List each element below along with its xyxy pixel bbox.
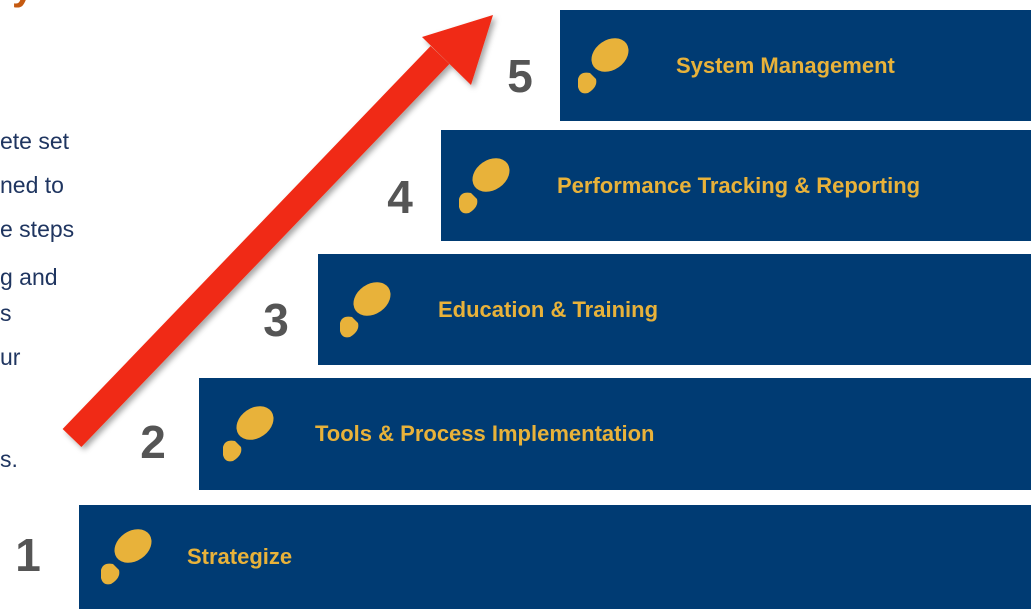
step-5-bar: System Management <box>560 10 1031 121</box>
step-4-bar: Performance Tracking & Reporting <box>441 130 1031 241</box>
step-2-number: 2 <box>140 416 166 468</box>
intro-line-5: s <box>0 300 12 326</box>
intro-line-8: s. <box>0 446 18 472</box>
intro-line-4: g and <box>0 264 58 290</box>
heading-fragment: y <box>12 0 34 6</box>
footprint-icon <box>459 157 510 213</box>
footprint-icon <box>223 406 274 462</box>
step-4-number: 4 <box>387 171 413 223</box>
step-5-label: System Management <box>676 52 895 78</box>
intro-line-3: e steps <box>0 216 75 242</box>
step-5-number: 5 <box>507 50 533 102</box>
footprint-icon <box>340 281 391 337</box>
intro-line-6: ur <box>0 344 21 370</box>
footprint-icon <box>101 529 152 585</box>
step-2-bar: Tools & Process Implementation <box>199 378 1031 490</box>
step-3-bar: Education & Training <box>318 254 1031 365</box>
step-4-label: Performance Tracking & Reporting <box>557 172 921 198</box>
step-1-label: Strategize <box>187 544 293 569</box>
step-1-number: 1 <box>15 529 41 581</box>
step-3-number: 3 <box>263 294 289 346</box>
intro-line-1: ete set <box>0 128 70 154</box>
step-2-label: Tools & Process Implementation <box>315 421 655 446</box>
step-1-bar: Strategize <box>79 505 1031 609</box>
step-3-label: Education & Training <box>438 296 659 322</box>
footprint-icon <box>578 37 629 93</box>
intro-line-2: ned to <box>0 172 64 198</box>
